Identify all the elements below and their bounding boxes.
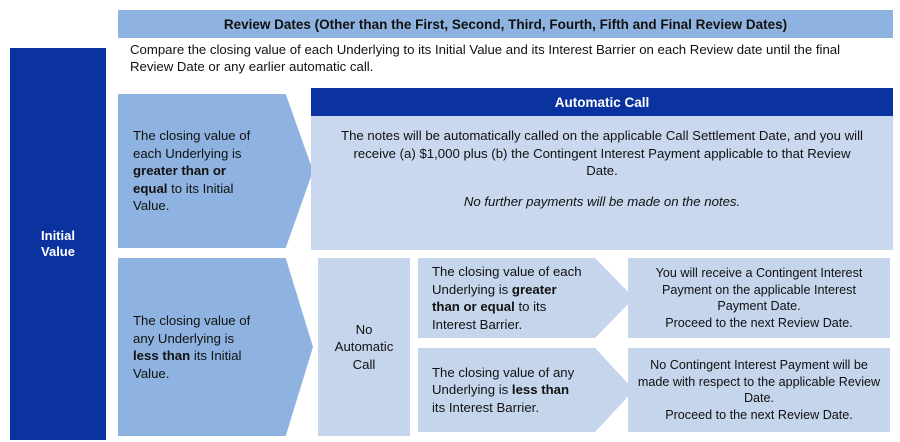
review-dates-header-panel: Review Dates (Other than the First, Seco… [118, 10, 893, 78]
cond-nocall-lead: The closing value of any Underlying is [133, 313, 251, 346]
sub1-lead: The closing value of each Underlying is [432, 264, 582, 297]
sub2-lead: The closing value of any Underlying is [432, 364, 575, 398]
automatic-call-line2: No further payments will be made on the … [463, 193, 741, 209]
outcome-interest-paid-text: You will receive a Contingent Interest P… [636, 265, 882, 331]
cond-nocall-emphasis: less than [133, 348, 191, 363]
automatic-call-title: Automatic Call [554, 94, 650, 110]
automatic-call-body: The notes will be automatically called o… [311, 116, 893, 210]
cond-call-lead: The closing value of each Underlying is [133, 128, 251, 161]
sub1-tail: to its Interest Barrier. [432, 299, 547, 332]
automatic-call-spacer [339, 180, 865, 193]
subcondition-above-barrier-text: The closing value of each Underlying is … [418, 263, 582, 333]
cond-call-tail: to its Initial Value. [133, 180, 234, 214]
condition-chevron-call-text: The closing value of each Underlying is … [118, 127, 258, 215]
review-dates-description: Compare the closing value of each Underl… [130, 42, 841, 74]
outcome-box-no-interest: No Contingent Interest Payment will be m… [628, 348, 890, 432]
outcome-1-line2: Proceed to the next Review Date. [665, 315, 853, 330]
condition-chevron-no-call-text: The closing value of any Underlying is l… [118, 312, 258, 382]
cond-call-emphasis: greater than or equal [133, 163, 227, 196]
condition-chevron-no-call: The closing value of any Underlying is l… [118, 258, 313, 436]
subcondition-chevron-below-barrier: The closing value of any Underlying is l… [418, 348, 634, 432]
outcome-2-line1: No Contingent Interest Payment will be m… [637, 358, 881, 405]
sub2-emphasis: less than [511, 382, 570, 398]
condition-chevron-call: The closing value of each Underlying is … [118, 94, 313, 248]
subcondition-below-barrier-text: The closing value of any Underlying is l… [418, 364, 582, 417]
sub1-emphasis: greater than or equal [432, 281, 557, 315]
review-dates-title-band: Review Dates (Other than the First, Seco… [118, 10, 893, 38]
automatic-call-panel: Automatic Call The notes will be automat… [311, 88, 893, 250]
outcome-no-interest-text: No Contingent Interest Payment will be m… [636, 357, 882, 423]
review-dates-title: Review Dates (Other than the First, Seco… [223, 16, 788, 32]
outcome-2-line2: Proceed to the next Review Date. [665, 407, 853, 422]
cond-nocall-tail: its Initial Value. [133, 348, 242, 381]
automatic-call-title-band: Automatic Call [311, 88, 893, 116]
sub2-tail: its Interest Barrier. [432, 399, 539, 415]
outcome-1-line1: You will receive a Contingent Interest P… [655, 266, 863, 313]
subcondition-chevron-above-barrier: The closing value of each Underlying is … [418, 258, 634, 338]
automatic-call-line1: The notes will be automatically called o… [341, 128, 863, 178]
outcome-box-interest-paid: You will receive a Contingent Interest P… [628, 258, 890, 338]
